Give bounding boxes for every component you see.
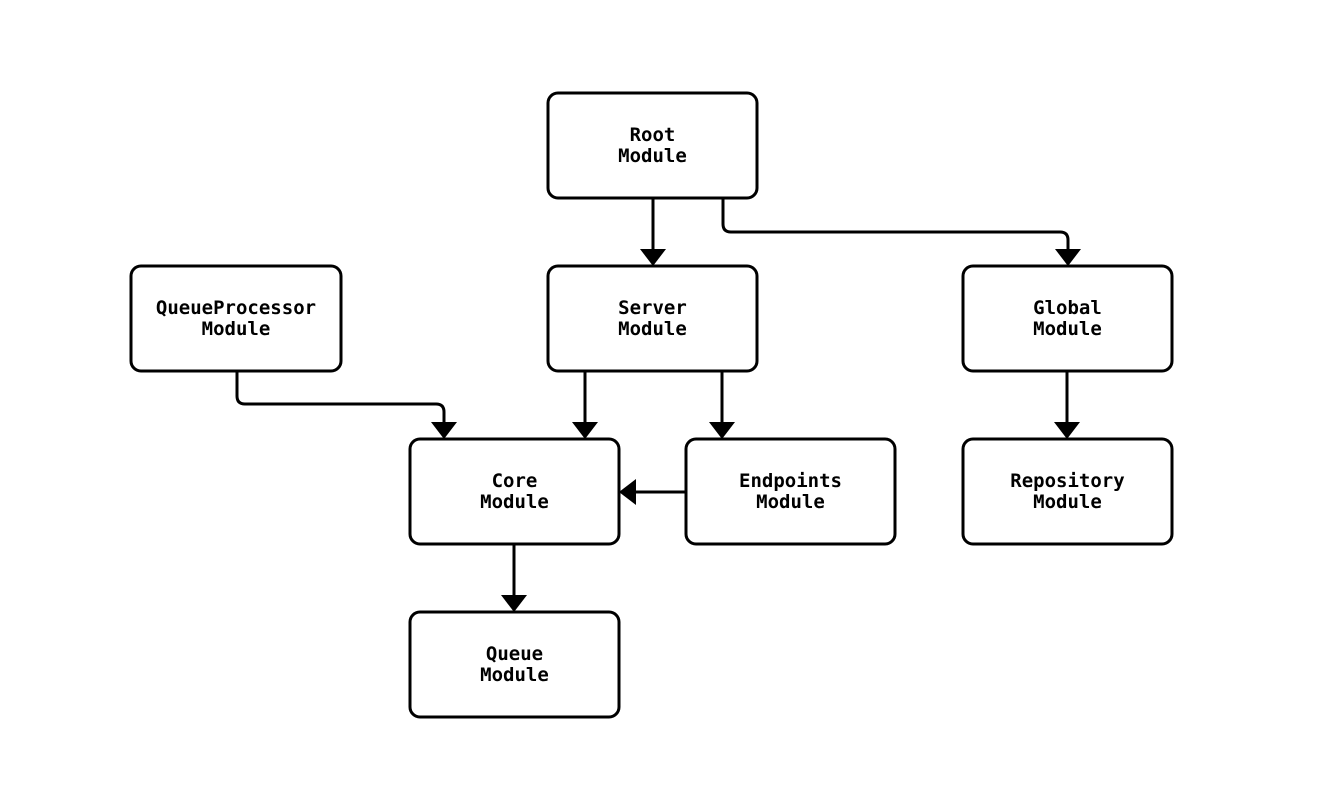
edge-layer bbox=[235, 198, 1081, 612]
node-box bbox=[684, 437, 897, 546]
edge-global-to-repository bbox=[1054, 371, 1080, 439]
edge-root-to-global bbox=[721, 198, 1081, 266]
edge-endpoints-to-core bbox=[619, 479, 686, 505]
node-box bbox=[408, 610, 621, 719]
node-box bbox=[129, 264, 343, 373]
edge-queueprocessor-to-core bbox=[235, 371, 457, 439]
node-box bbox=[408, 437, 621, 546]
edge-server-to-core bbox=[572, 371, 598, 439]
arrowhead bbox=[619, 479, 636, 505]
node-box bbox=[546, 264, 759, 373]
arrowhead bbox=[1054, 422, 1080, 439]
edge-line bbox=[721, 198, 1070, 251]
node-box bbox=[961, 264, 1174, 373]
arrowhead bbox=[572, 422, 598, 439]
arrowhead bbox=[709, 422, 735, 439]
edge-server-to-endpoints bbox=[709, 371, 735, 439]
node-box bbox=[546, 91, 759, 200]
arrowhead bbox=[501, 595, 527, 612]
arrowhead bbox=[1055, 249, 1081, 266]
edge-core-to-queue bbox=[501, 544, 527, 612]
edge-line bbox=[235, 371, 446, 424]
arrowhead bbox=[640, 249, 666, 266]
node-box bbox=[961, 437, 1174, 546]
arrowhead bbox=[431, 422, 457, 439]
edge-root-to-server bbox=[640, 198, 666, 266]
